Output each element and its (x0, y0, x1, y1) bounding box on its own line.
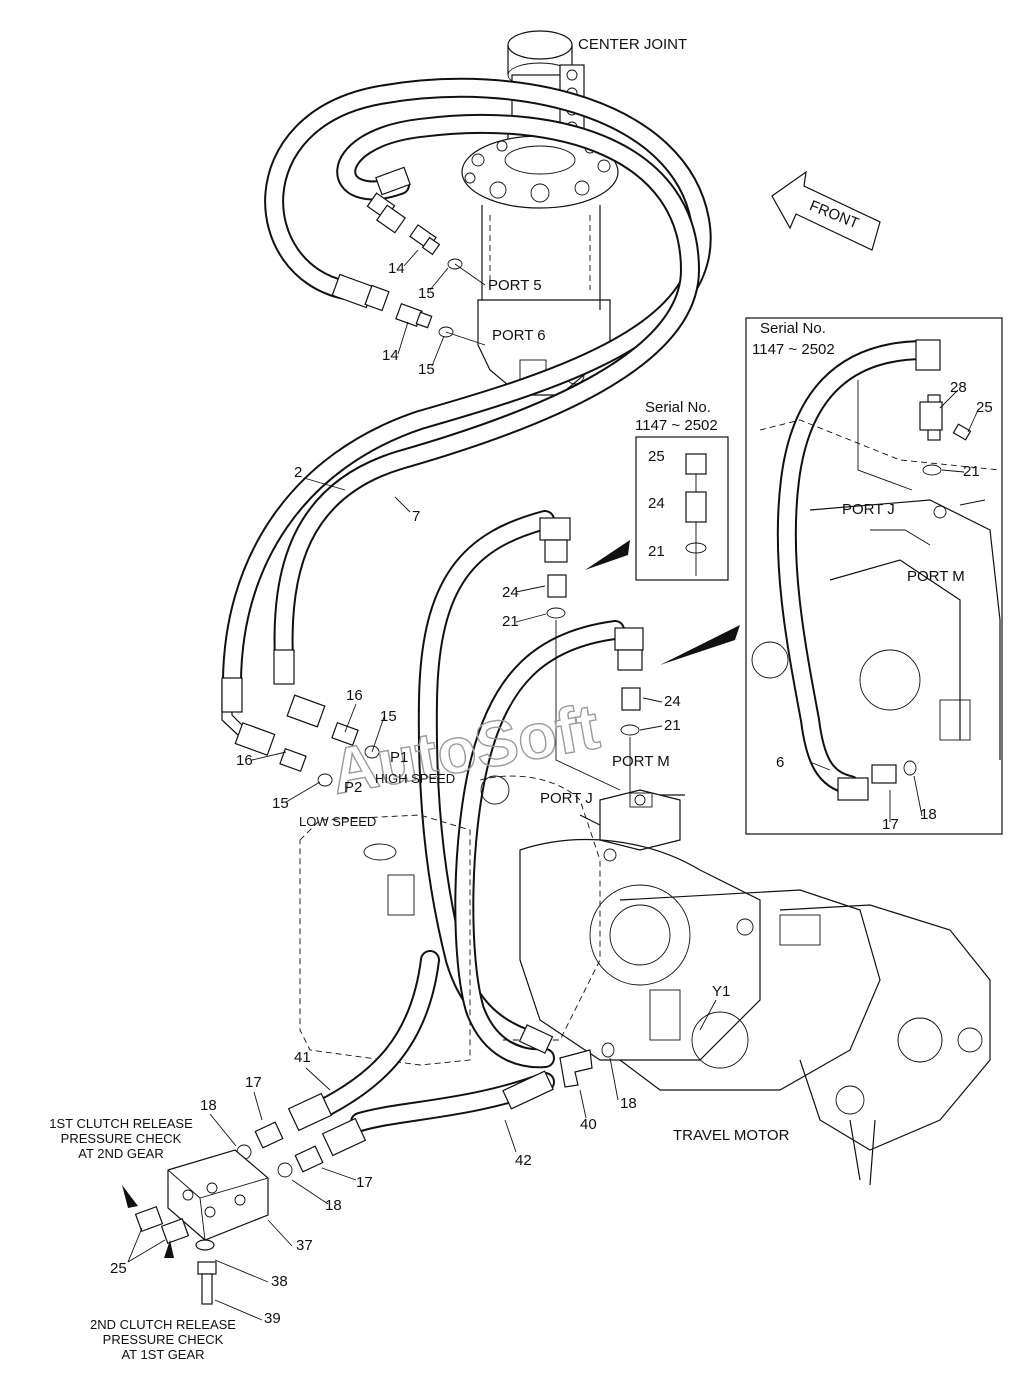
part-21d: 21 (963, 463, 980, 480)
inset-pointer-large (660, 625, 740, 665)
part-24c: 24 (648, 495, 665, 512)
part-40: 40 (580, 1116, 597, 1133)
inset-small (635, 436, 729, 581)
part-6: 6 (776, 754, 784, 771)
first-clutch-note-1: 1ST CLUTCH RELEASE (49, 1116, 193, 1131)
part-14b: 14 (382, 347, 399, 364)
inset-port-m-label: PORT M (907, 568, 965, 585)
hose-middle (417, 510, 644, 1069)
part-16a: 16 (346, 687, 363, 704)
inset-small-title: Serial No. (645, 399, 711, 416)
speed-fittings (221, 649, 380, 787)
first-clutch-note-2: PRESSURE CHECK (61, 1131, 182, 1146)
port-j-label: PORT J (540, 790, 593, 807)
high-speed-label: HIGH SPEED (375, 771, 455, 786)
inset-pointer-small (585, 540, 630, 570)
p2-label: P2 (344, 779, 362, 796)
top-fittings (331, 166, 486, 346)
first-clutch-note-3: AT 2ND GEAR (78, 1146, 163, 1161)
part-15b: 15 (418, 361, 435, 378)
part-15d: 15 (272, 795, 289, 812)
part-21b: 21 (664, 717, 681, 734)
part-18d: 18 (620, 1095, 637, 1112)
port-m-label: PORT M (612, 753, 670, 770)
part-37: 37 (296, 1237, 313, 1254)
part-41: 41 (294, 1049, 311, 1066)
part-2: 2 (294, 464, 302, 481)
part-18a: 18 (920, 806, 937, 823)
part-7: 7 (412, 508, 420, 525)
part-17a: 17 (882, 816, 899, 833)
part-38: 38 (271, 1273, 288, 1290)
part-25b: 25 (976, 399, 993, 416)
part-18b: 18 (200, 1097, 217, 1114)
part-21a: 21 (502, 613, 519, 630)
travel-motor-label: TRAVEL MOTOR (673, 1127, 790, 1144)
center-joint-label: CENTER JOINT (578, 36, 687, 53)
part-17b: 17 (245, 1074, 262, 1091)
inset-large (745, 317, 1003, 835)
hose-2 (221, 77, 712, 700)
second-clutch-note-1: 2ND CLUTCH RELEASE (90, 1317, 236, 1332)
inset-large-range: 1147 ~ 2502 (752, 341, 835, 358)
part-18c: 18 (325, 1197, 342, 1214)
second-clutch-note-2: PRESSURE CHECK (103, 1332, 224, 1347)
part-15c: 15 (380, 708, 397, 725)
part-21c: 21 (648, 543, 665, 560)
y1-label: Y1 (712, 983, 730, 1000)
inset-port-j-label: PORT J (842, 501, 895, 518)
part-39: 39 (264, 1310, 281, 1327)
p1-label: P1 (390, 749, 408, 766)
block-37 (122, 1149, 269, 1305)
part-25a: 25 (648, 448, 665, 465)
part-24b: 24 (664, 693, 681, 710)
inset-small-range: 1147 ~ 2502 (635, 417, 718, 434)
hose-41-42 (236, 950, 555, 1178)
port5-label: PORT 5 (488, 277, 542, 294)
part-25c: 25 (110, 1260, 127, 1277)
transmission (299, 775, 991, 1186)
part-42: 42 (515, 1152, 532, 1169)
part-24a: 24 (502, 584, 519, 601)
front-arrow: FRONT (771, 170, 881, 251)
leader-lines (209, 249, 979, 1321)
part-28: 28 (950, 379, 967, 396)
port6-label: PORT 6 (492, 327, 546, 344)
second-clutch-note-3: AT 1ST GEAR (121, 1347, 204, 1362)
part-16b: 16 (236, 752, 253, 769)
hose-7 (273, 113, 700, 670)
low-speed-label: LOW SPEED (299, 814, 376, 829)
part-14a: 14 (388, 260, 405, 277)
inset-large-title: Serial No. (760, 320, 826, 337)
part-17c: 17 (356, 1174, 373, 1191)
